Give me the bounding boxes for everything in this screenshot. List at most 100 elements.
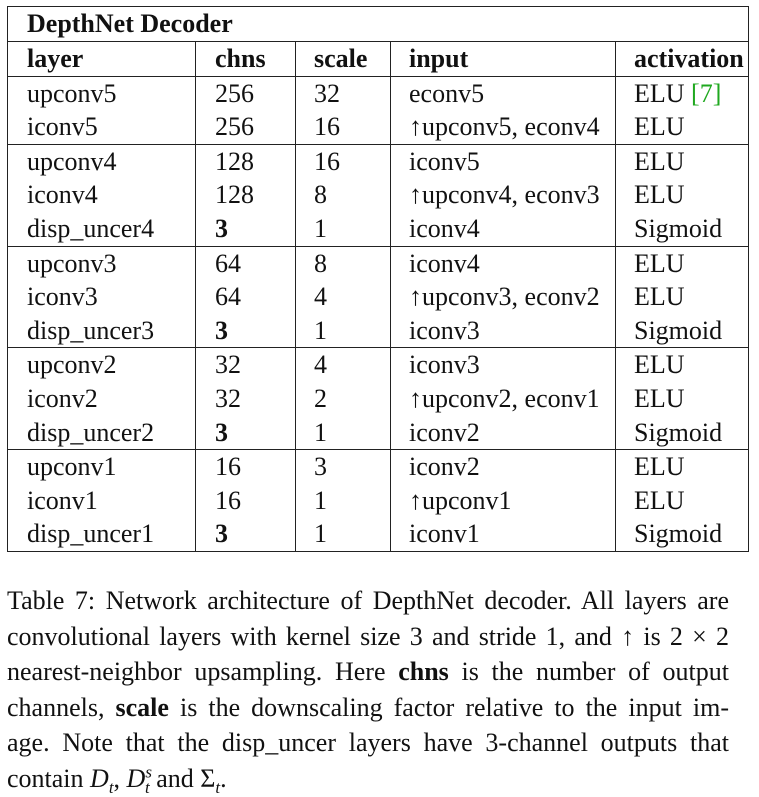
cell-activation: Sigmoid bbox=[615, 211, 749, 247]
cell-scale: 1 bbox=[295, 517, 391, 552]
cell-input: ↑upconv1 bbox=[390, 483, 616, 518]
math-comma: , bbox=[113, 763, 127, 793]
cell-activation: ELU bbox=[615, 483, 749, 518]
cell-input: iconv2 bbox=[390, 449, 616, 484]
cell-chns-text: 16 bbox=[215, 452, 241, 482]
cell-input: iconv1 bbox=[390, 517, 616, 552]
table-row: iconv1 16 1 ↑upconv1 ELU bbox=[7, 483, 749, 518]
cell-activation-text: Sigmoid bbox=[634, 213, 723, 243]
cell-input-text: ↑upconv3, econv2 bbox=[409, 282, 600, 312]
table-header-row: layer chns scale input activation bbox=[7, 41, 749, 77]
cell-chns-text: 3 bbox=[215, 417, 228, 447]
cell-chns-text: 128 bbox=[215, 146, 254, 176]
cell-chns: 3 bbox=[195, 517, 296, 552]
caption-line-6: contain Dt, Dst and Σt. bbox=[7, 761, 729, 797]
caption-line-3: nearest-neighbor upsampling. Here chns i… bbox=[7, 654, 729, 690]
cell-input: ↑upconv2, econv1 bbox=[390, 381, 616, 416]
caption-line-5: age. Note that the disp_uncer layers hav… bbox=[7, 728, 729, 758]
cell-scale: 3 bbox=[295, 449, 391, 484]
table-caption: Table 7: Network architecture of DepthNe… bbox=[7, 583, 729, 797]
cell-activation: Sigmoid bbox=[615, 313, 749, 348]
math-D: D bbox=[90, 763, 109, 793]
cell-scale: 4 bbox=[295, 280, 391, 314]
cell-activation-text: Sigmoid bbox=[634, 417, 723, 447]
cell-scale-text: 1 bbox=[314, 485, 327, 515]
cell-chns: 3 bbox=[195, 211, 296, 247]
header-activation: activation bbox=[615, 41, 749, 77]
cell-layer: upconv1 bbox=[7, 449, 196, 484]
cell-scale: 1 bbox=[295, 415, 391, 450]
cell-layer-text: disp_uncer1 bbox=[27, 519, 155, 549]
cell-layer-text: disp_uncer2 bbox=[27, 417, 155, 447]
cell-input: iconv3 bbox=[390, 347, 616, 382]
cell-input: iconv4 bbox=[390, 245, 616, 281]
cell-scale: 1 bbox=[295, 313, 391, 348]
cell-scale: 2 bbox=[295, 381, 391, 416]
cell-chns: 128 bbox=[195, 178, 296, 212]
cell-activation: ELU bbox=[615, 143, 749, 179]
math-sup-s: s bbox=[145, 762, 152, 782]
cell-chns-text: 32 bbox=[215, 350, 241, 380]
cell-activation: Sigmoid bbox=[615, 517, 749, 552]
cell-layer: iconv3 bbox=[7, 280, 196, 314]
cell-activation-text: ELU bbox=[634, 146, 685, 176]
caption-text: contain bbox=[7, 763, 91, 793]
cell-input-text: iconv4 bbox=[409, 213, 480, 243]
cell-scale: 8 bbox=[295, 245, 391, 281]
cell-chns-text: 16 bbox=[215, 485, 241, 515]
cell-chns: 256 bbox=[195, 110, 296, 145]
cell-activation: ELU [7] bbox=[615, 76, 749, 111]
cell-input-text: ↑upconv5, econv4 bbox=[409, 112, 600, 142]
cell-chns: 256 bbox=[195, 76, 296, 111]
cell-input-text: ↑upconv1 bbox=[409, 485, 512, 515]
header-chns: chns bbox=[195, 41, 296, 77]
cell-activation-text: Sigmoid bbox=[634, 519, 723, 549]
cell-layer: iconv1 bbox=[7, 483, 196, 518]
citation-link[interactable]: [7] bbox=[691, 78, 722, 108]
cell-scale: 1 bbox=[295, 483, 391, 518]
cell-scale-text: 1 bbox=[314, 315, 327, 345]
cell-input: econv5 bbox=[390, 76, 616, 111]
cell-scale-text: 16 bbox=[314, 112, 340, 142]
cell-activation-text: ELU bbox=[634, 350, 685, 380]
caption-text: is the number of output bbox=[448, 657, 729, 687]
cell-chns: 3 bbox=[195, 415, 296, 450]
cell-layer-text: iconv1 bbox=[27, 485, 98, 515]
cell-layer-text: disp_uncer4 bbox=[27, 213, 155, 243]
cell-activation: ELU bbox=[615, 178, 749, 212]
cell-input: iconv5 bbox=[390, 143, 616, 179]
table-title: DepthNet Decoder bbox=[7, 6, 749, 42]
cell-activation-text: Sigmoid bbox=[634, 315, 723, 345]
cell-chns: 3 bbox=[195, 313, 296, 348]
cell-chns-text: 64 bbox=[215, 282, 241, 312]
cell-activation: ELU bbox=[615, 347, 749, 382]
cell-layer: iconv2 bbox=[7, 381, 196, 416]
cell-scale-text: 8 bbox=[314, 248, 327, 278]
caption-line-1: Table 7: Network architecture of DepthNe… bbox=[7, 586, 729, 615]
caption-line-4: channels, scale is the downscaling facto… bbox=[7, 690, 729, 726]
cell-chns: 64 bbox=[195, 245, 296, 281]
cell-chns: 32 bbox=[195, 347, 296, 382]
cell-scale-text: 2 bbox=[314, 383, 327, 413]
caption-term-chns: chns bbox=[398, 657, 449, 687]
cell-input-text: ↑upconv4, econv3 bbox=[409, 180, 600, 210]
cell-layer: iconv5 bbox=[7, 110, 196, 145]
cell-layer: iconv4 bbox=[7, 178, 196, 212]
cell-activation-text: ELU bbox=[634, 383, 685, 413]
cell-layer: upconv5 bbox=[7, 76, 196, 111]
cell-scale-text: 4 bbox=[314, 282, 327, 312]
cell-layer-text: iconv4 bbox=[27, 180, 98, 210]
cell-activation: Sigmoid bbox=[615, 415, 749, 450]
cell-input: ↑upconv3, econv2 bbox=[390, 280, 616, 314]
cell-activation-text: ELU bbox=[634, 485, 685, 515]
cell-chns-text: 256 bbox=[215, 112, 254, 142]
cell-input-text: ↑upconv2, econv1 bbox=[409, 383, 600, 413]
